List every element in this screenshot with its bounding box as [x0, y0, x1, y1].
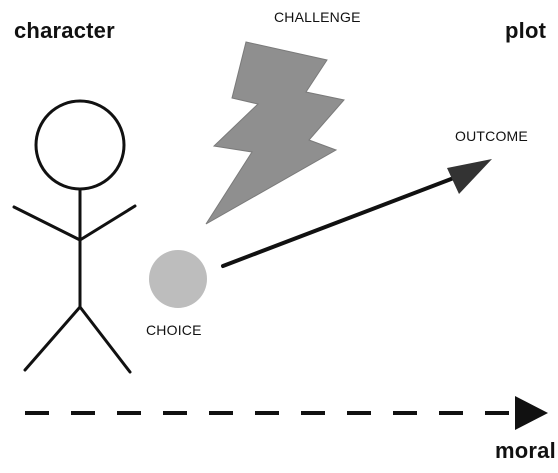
- stick-figure-right-arm: [78, 204, 137, 242]
- dashed-arrow-icon: [25, 396, 548, 430]
- stick-figure-left-leg: [23, 305, 82, 372]
- stick-figure-head: [34, 99, 126, 191]
- moral-label: moral: [495, 438, 556, 463]
- arrow-icon: [221, 159, 492, 268]
- moral-arrowhead: [515, 396, 548, 430]
- choice-label: CHOICE: [146, 322, 202, 338]
- character-label: character: [14, 18, 115, 43]
- plot-label: plot: [505, 18, 547, 43]
- outcome-arrowhead: [447, 159, 492, 194]
- challenge-label: CHALLENGE: [274, 9, 361, 25]
- outcome-arrow-shaft: [221, 174, 461, 268]
- stick-figure-icon: [12, 99, 137, 374]
- outcome-label: OUTCOME: [455, 128, 528, 144]
- stick-figure-right-leg: [78, 305, 132, 374]
- stick-figure-left-arm: [12, 205, 82, 242]
- circle-icon: [149, 250, 207, 308]
- lightning-bolt-icon: [205, 41, 345, 225]
